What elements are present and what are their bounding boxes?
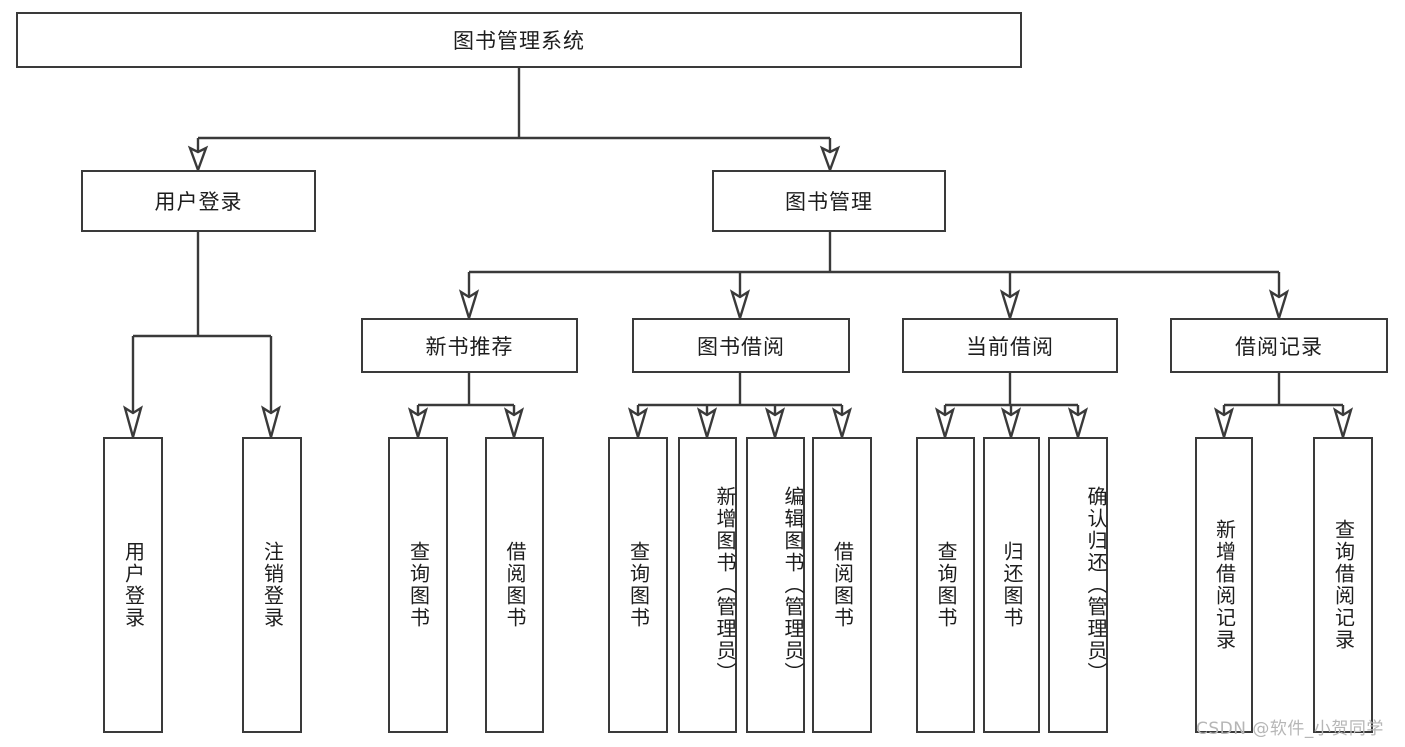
arrowhead-new-book-recommend <box>458 289 480 323</box>
arrowhead-user-login <box>187 145 209 174</box>
arrowhead-leaf-add-borrow-record <box>1213 407 1235 442</box>
arrowhead-leaf-user-login <box>123 405 143 442</box>
node-root-label: 图书管理系统 <box>453 29 585 53</box>
leaf-borrow-book-2-label: 借阅图书 <box>830 541 855 629</box>
arrowhead-leaf-query-book-3 <box>934 407 956 442</box>
leaf-confirm-return-label: 确认归还（管理员） <box>1084 486 1108 684</box>
node-user-login[interactable]: 用户登录 <box>81 170 316 232</box>
leaf-add-book-label: 新增图书（管理员） <box>713 486 737 684</box>
node-current-borrow[interactable]: 当前借阅 <box>902 318 1118 373</box>
leaf-query-book-1-label: 查询图书 <box>406 541 431 629</box>
node-root[interactable]: 图书管理系统 <box>16 12 1022 68</box>
node-borrow-record[interactable]: 借阅记录 <box>1170 318 1388 373</box>
leaf-add-borrow-record-label: 新增借阅记录 <box>1212 519 1237 651</box>
arrowhead-leaf-return-book <box>1000 407 1022 442</box>
leaf-return-book-label: 归还图书 <box>1000 541 1024 629</box>
leaf-confirm-return[interactable]: 确认归还（管理员） <box>1048 437 1108 733</box>
leaf-logout-login-label: 注销登录 <box>260 541 285 629</box>
node-book-borrow-label: 图书借阅 <box>697 334 785 359</box>
leaf-query-book-2[interactable]: 查询图书 <box>608 437 668 733</box>
node-new-book-recommend-label: 新书推荐 <box>425 334 514 359</box>
node-borrow-record-label: 借阅记录 <box>1235 334 1323 359</box>
arrowhead-leaf-borrow-book-2 <box>831 407 853 442</box>
node-current-borrow-label: 当前借阅 <box>966 334 1054 359</box>
leaf-edit-book[interactable]: 编辑图书（管理员） <box>746 437 805 733</box>
node-user-login-label: 用户登录 <box>154 190 243 214</box>
leaf-query-book-3-label: 查询图书 <box>934 541 958 629</box>
leaf-borrow-book-1-label: 借阅图书 <box>503 541 527 629</box>
leaf-return-book[interactable]: 归还图书 <box>983 437 1040 733</box>
node-book-management-label: 图书管理 <box>785 190 873 214</box>
arrowhead-leaf-logout-login <box>261 405 281 442</box>
arrowhead-book-management <box>819 145 841 174</box>
leaf-borrow-book-1[interactable]: 借阅图书 <box>485 437 544 733</box>
arrowhead-current-borrow <box>999 289 1021 323</box>
leaf-query-book-1[interactable]: 查询图书 <box>388 437 448 733</box>
node-book-management[interactable]: 图书管理 <box>712 170 946 232</box>
arrowhead-leaf-add-book <box>696 407 718 442</box>
arrowhead-leaf-query-borrow-record <box>1332 407 1354 442</box>
arrowhead-leaf-borrow-book-1 <box>503 407 525 442</box>
node-new-book-recommend[interactable]: 新书推荐 <box>361 318 578 373</box>
leaf-query-borrow-record[interactable]: 查询借阅记录 <box>1313 437 1373 733</box>
leaf-add-borrow-record[interactable]: 新增借阅记录 <box>1195 437 1253 733</box>
csdn-watermark: CSDN @软件_小贺同学 <box>1196 719 1384 739</box>
leaf-logout-login[interactable]: 注销登录 <box>242 437 302 733</box>
arrowhead-book-borrow <box>729 289 751 323</box>
arrowhead-leaf-query-book-2 <box>627 407 649 442</box>
arrowhead-leaf-confirm-return <box>1067 407 1089 442</box>
leaf-query-borrow-record-label: 查询借阅记录 <box>1331 519 1356 651</box>
arrowhead-borrow-record <box>1268 289 1290 323</box>
arrowhead-leaf-edit-book <box>764 407 786 442</box>
arrowhead-leaf-query-book-1 <box>407 407 429 442</box>
node-book-borrow[interactable]: 图书借阅 <box>632 318 850 373</box>
leaf-user-login-label: 用户登录 <box>121 541 146 629</box>
leaf-add-book[interactable]: 新增图书（管理员） <box>678 437 737 733</box>
leaf-query-book-3[interactable]: 查询图书 <box>916 437 975 733</box>
leaf-user-login[interactable]: 用户登录 <box>103 437 163 733</box>
leaf-query-book-2-label: 查询图书 <box>626 541 651 629</box>
leaf-edit-book-label: 编辑图书（管理员） <box>781 486 805 684</box>
leaf-borrow-book-2[interactable]: 借阅图书 <box>812 437 872 733</box>
